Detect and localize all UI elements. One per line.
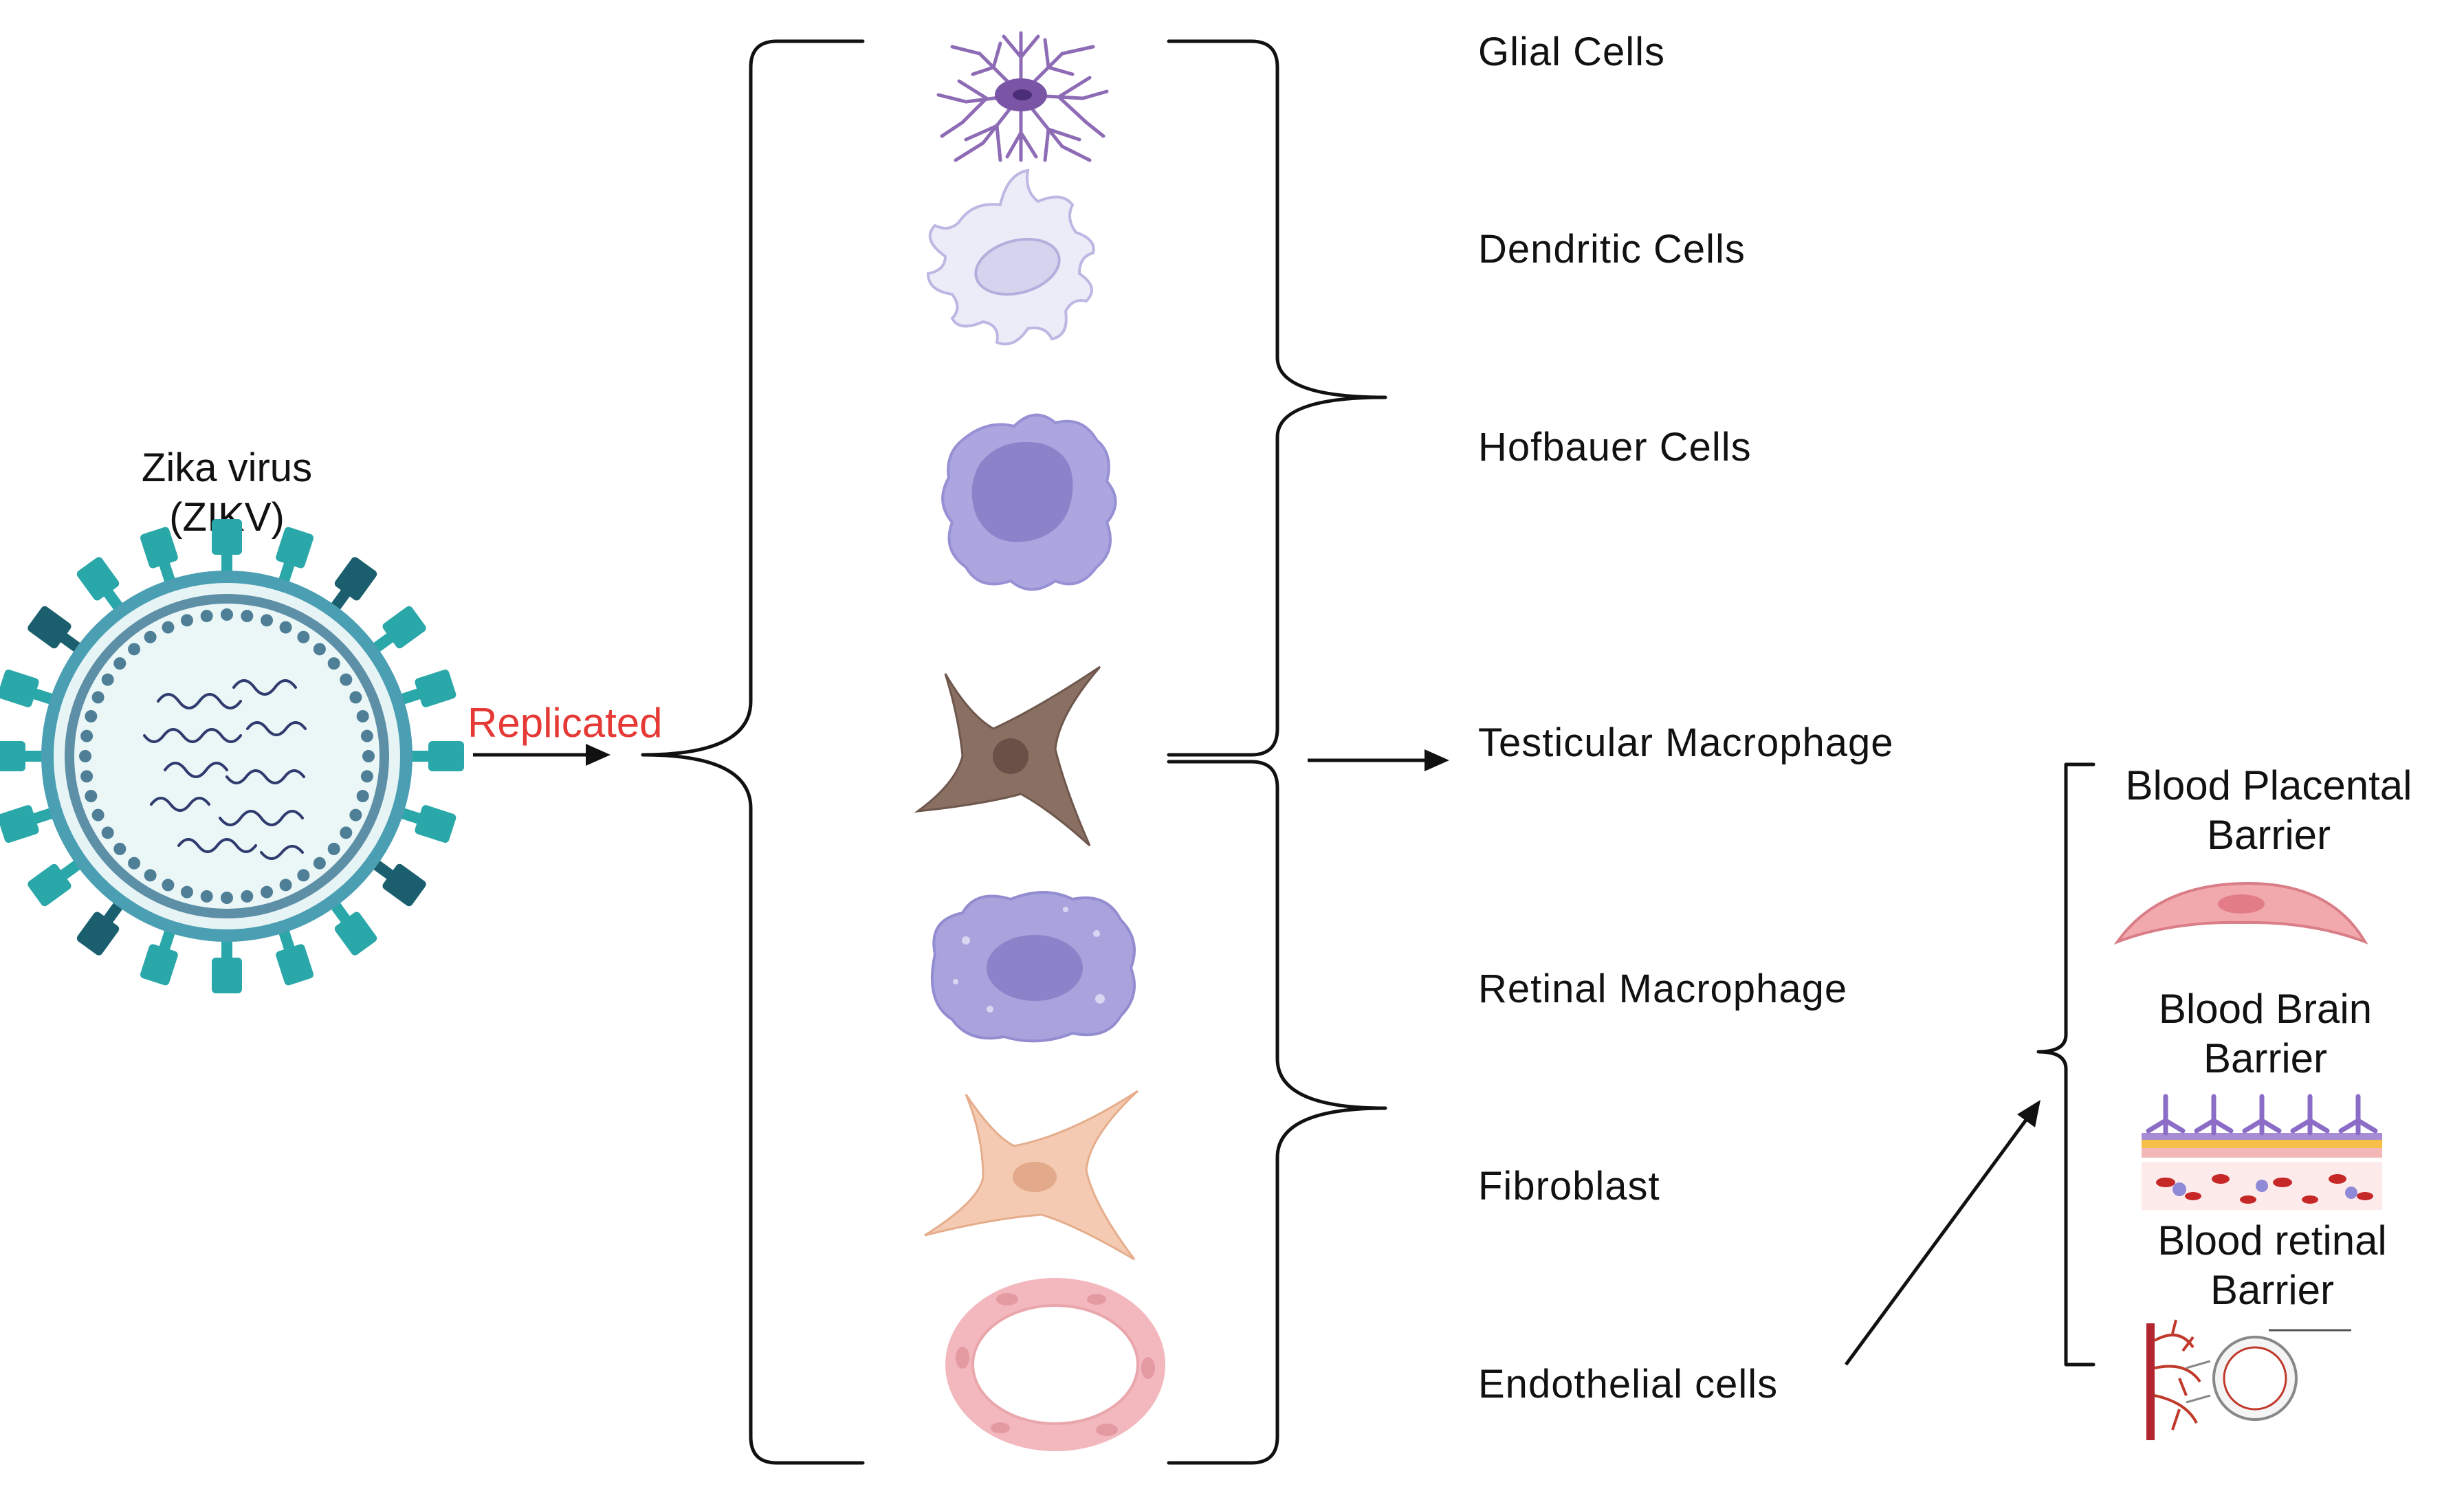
endothelial-to-barrier-arrow <box>1844 1100 2040 1366</box>
retinal-macrophage-icon <box>930 891 1136 1043</box>
capsid-dot <box>180 885 193 898</box>
capsid-dot <box>313 643 326 656</box>
cell-labels: Glial Cells Dendritic Cells Hofbauer Cel… <box>1478 30 1894 1407</box>
virus-spike <box>212 935 242 993</box>
virus-spike <box>0 741 48 771</box>
virus-capsid-dots <box>79 608 375 904</box>
capsid-dot <box>221 608 233 621</box>
label-retinal-macrophage: Retinal Macrophage <box>1478 967 1847 1011</box>
capsid-dot <box>362 750 375 762</box>
right-brace-top <box>1167 39 1387 757</box>
capsid-dot <box>349 691 362 704</box>
capsid-dot <box>297 869 310 882</box>
label-blood-placental-line1: Blood Placental <box>2126 762 2412 808</box>
capsid-dot <box>356 790 369 803</box>
capsid-dot <box>313 857 326 870</box>
virus-name-line1: Zika virus <box>142 445 312 490</box>
dendritic-cell-icon <box>926 168 1095 346</box>
label-blood-retinal-line1: Blood retinal <box>2157 1217 2387 1264</box>
label-blood-placental-line2: Barrier <box>2207 812 2331 858</box>
barrier-bracket <box>2036 762 2096 1367</box>
capsid-dot <box>91 808 104 821</box>
capsid-dot <box>261 614 274 627</box>
placental-barrier-icon <box>2113 881 2368 945</box>
blood-retinal-barrier-icon <box>2146 1319 2351 1440</box>
capsid-dot <box>91 691 104 704</box>
capsid-dot <box>101 673 114 686</box>
label-endothelial-cells: Endothelial cells <box>1478 1362 1778 1407</box>
capsid-dot <box>279 621 292 634</box>
capsid-dot <box>356 709 369 723</box>
label-hofbauer-cells: Hofbauer Cells <box>1478 425 1752 470</box>
capsid-dot <box>360 770 373 783</box>
capsid-dot <box>241 890 254 903</box>
replicated-label: Replicated <box>468 700 663 746</box>
capsid-dot <box>340 826 353 839</box>
capsid-dot <box>113 657 126 670</box>
hofbauer-cell-icon <box>941 413 1117 591</box>
capsid-dot <box>144 869 157 882</box>
capsid-dot <box>200 610 213 623</box>
viral-rna <box>143 679 307 860</box>
replicated-arrow: Replicated <box>468 700 663 766</box>
capsid-dot <box>80 729 94 742</box>
tropism-arrow <box>1308 749 1449 771</box>
capsid-dot <box>162 879 175 892</box>
capsid-dot <box>279 879 292 892</box>
capsid-dot <box>241 610 254 623</box>
label-blood-brain-line1: Blood Brain <box>2159 986 2372 1032</box>
capsid-dot <box>85 709 98 723</box>
capsid-dot <box>261 885 274 898</box>
endothelial-cells-icon <box>945 1278 1165 1451</box>
capsid-dot <box>180 614 193 627</box>
capsid-dot <box>85 790 98 803</box>
fibroblast-icon <box>924 1090 1139 1261</box>
capsid-dot <box>360 729 373 742</box>
capsid-dot <box>128 857 141 870</box>
glial-cell-icon <box>936 31 1109 162</box>
capsid-dot <box>221 892 233 904</box>
capsid-dot <box>113 842 126 855</box>
label-glial-cells: Glial Cells <box>1478 30 1665 74</box>
capsid-dot <box>128 643 141 656</box>
capsid-dot <box>340 673 353 686</box>
label-blood-retinal-line2: Barrier <box>2210 1267 2334 1313</box>
blood-brain-barrier-icon <box>2142 1094 2382 1210</box>
virus-spike <box>406 741 464 771</box>
label-testicular-macrophage: Testicular Macrophage <box>1478 720 1894 765</box>
capsid-dot <box>101 826 114 839</box>
virus-capsid-interior <box>74 604 380 909</box>
left-brace <box>641 39 865 1465</box>
capsid-dot <box>79 750 91 762</box>
label-dendritic-cells: Dendritic Cells <box>1478 227 1746 272</box>
capsid-dot <box>327 657 340 670</box>
capsid-dot <box>200 890 213 903</box>
zika-virus: Zika virus (ZIKV) <box>0 445 464 993</box>
right-brace-bottom <box>1167 760 1387 1465</box>
barrier-labels: Blood Placental Barrier Blood Brain Barr… <box>2126 762 2412 1313</box>
capsid-dot <box>297 630 310 643</box>
testicular-macrophage-icon <box>914 665 1101 847</box>
capsid-dot <box>80 770 94 783</box>
capsid-dot <box>162 621 175 634</box>
label-fibroblast: Fibroblast <box>1478 1164 1660 1209</box>
label-blood-brain-line2: Barrier <box>2203 1035 2327 1081</box>
capsid-dot <box>144 630 157 643</box>
virus-spike <box>212 519 242 577</box>
capsid-dot <box>327 842 340 855</box>
capsid-dot <box>349 808 362 821</box>
